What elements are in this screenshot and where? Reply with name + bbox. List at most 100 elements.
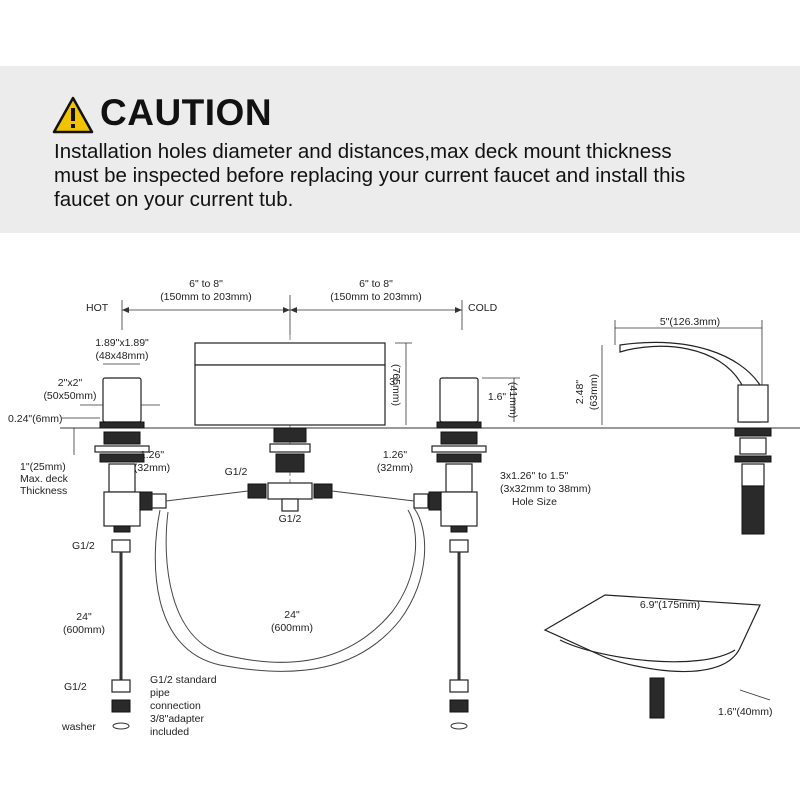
hot-side-port <box>139 491 153 511</box>
hot-valve-body <box>108 463 136 493</box>
arrow-head <box>290 307 297 313</box>
cold-valve-lower <box>440 491 478 527</box>
spacing-right-mm: (150mm to 203mm) <box>330 291 422 303</box>
handle-base-in: 2"x2" <box>58 377 83 389</box>
hot-outlet <box>113 525 131 533</box>
cold-handle <box>439 377 479 423</box>
spout-washer <box>269 443 311 453</box>
perspective-spout-shank <box>649 677 665 719</box>
spout-top <box>194 342 386 366</box>
side-height-in: 2.48" <box>574 380 586 404</box>
thread-g12-top: G1/2 <box>225 466 248 478</box>
g12-left-lower: G1/2 <box>64 681 87 693</box>
caution-band <box>0 66 800 233</box>
hot-shank <box>103 431 141 445</box>
hose-length-in: 24" <box>284 609 300 621</box>
cold-shank <box>440 431 478 445</box>
spout-shank <box>273 427 307 443</box>
left-supply-bottom-nut <box>111 679 131 693</box>
spout-width: 6.9"(175mm) <box>640 599 700 611</box>
spacing-left-in: 6" to 8" <box>189 278 223 290</box>
g12-left-upper: G1/2 <box>72 540 95 552</box>
side-flange <box>734 427 772 437</box>
cold-label: COLD <box>468 302 498 314</box>
left-supply-top-nut <box>111 539 131 553</box>
hot-handle <box>102 377 142 423</box>
cold-outlet <box>450 525 468 533</box>
hole-left-in: 1.26" <box>140 449 164 461</box>
perspective-spout-lip <box>559 639 736 663</box>
left-adapter <box>111 699 131 713</box>
hot-flange <box>99 421 145 429</box>
warning-triangle-icon <box>52 96 94 134</box>
side-shank <box>739 437 767 455</box>
arrow-head <box>122 307 129 313</box>
spout-height-mm: (765mm) <box>390 364 402 406</box>
arrow-head <box>283 307 290 313</box>
side-height-mm: (63mm) <box>588 374 600 410</box>
hole-size-3: Hole Size <box>512 496 557 508</box>
caution-text-line-3: faucet on your current tub. <box>54 188 294 211</box>
tee-stem <box>281 498 299 512</box>
deck-thickness-1: 1"(25mm) <box>20 461 66 473</box>
pipe-note-1: G1/2 standard <box>150 674 217 686</box>
tee-left-nut <box>247 483 267 499</box>
pipe-note-4: 3/8"adapter <box>150 713 204 725</box>
pipe-note-3: connection <box>150 700 201 712</box>
right-supply-top-nut <box>449 539 469 553</box>
side-spout-base <box>737 384 769 423</box>
hot-connector <box>151 493 167 509</box>
caution-text-line-1: Installation holes diameter and distance… <box>54 140 672 163</box>
cold-flange <box>436 421 482 429</box>
caution-title: CAUTION <box>100 92 273 133</box>
spout-height-in: 3" <box>389 376 399 388</box>
cold-valve-body <box>445 463 473 493</box>
cold-hose <box>331 490 415 502</box>
arrow-head <box>455 307 462 313</box>
side-thread <box>741 485 765 535</box>
cold-washer <box>431 445 487 453</box>
right-adapter <box>449 699 469 713</box>
hose-length-mm: (600mm) <box>271 622 313 634</box>
handle-height-in: 1.6" <box>488 391 507 403</box>
washer-label: washer <box>61 721 96 733</box>
handle-height-mm: (41mm) <box>507 382 519 418</box>
hot-nut <box>99 453 145 463</box>
flange-thickness: 0.24"(6mm) <box>8 413 63 425</box>
spacing-right-in: 6" to 8" <box>359 278 393 290</box>
handle-base-mm: (50x50mm) <box>43 390 96 402</box>
left-washer <box>112 722 130 730</box>
pipe-note-5: included <box>150 726 189 738</box>
spacing-left-mm: (150mm to 203mm) <box>160 291 252 303</box>
supply-length-in: 24" <box>76 611 92 623</box>
right-washer <box>450 722 468 730</box>
hole-right-mm: (32mm) <box>377 462 413 474</box>
hole-size-2: (3x32mm to 38mm) <box>500 483 591 495</box>
side-reach: 5"(126.3mm) <box>660 316 720 328</box>
spout-depth-dim <box>739 689 771 701</box>
spout-body <box>194 364 386 426</box>
right-supply-bottom-nut <box>449 679 469 693</box>
hot-hose <box>165 490 249 502</box>
side-nut <box>734 455 772 463</box>
spout-depth: 1.6"(40mm) <box>718 706 773 718</box>
supply-length-mm: (600mm) <box>63 624 105 636</box>
cold-side-port <box>428 491 442 511</box>
deck-thickness-3: Thickness <box>20 485 67 497</box>
spout-nut <box>275 453 305 473</box>
coiled-hose <box>154 507 426 672</box>
tee-body <box>267 482 313 500</box>
pipe-note-2: pipe <box>150 687 170 699</box>
caution-text-line-2: must be inspected before replacing your … <box>54 164 686 187</box>
thread-g12-tee: G1/2 <box>279 513 302 525</box>
handle-top-in: 1.89"x1.89" <box>95 337 149 349</box>
cold-connector <box>413 493 429 509</box>
deck-thickness-2: Max. deck <box>20 473 69 485</box>
cold-nut <box>436 453 482 463</box>
coiled-hose-inner <box>165 509 417 663</box>
hot-washer <box>94 445 150 453</box>
hole-size-1: 3x1.26" to 1.5" <box>500 470 568 482</box>
hole-right-in: 1.26" <box>383 449 407 461</box>
hot-label: HOT <box>86 302 109 314</box>
